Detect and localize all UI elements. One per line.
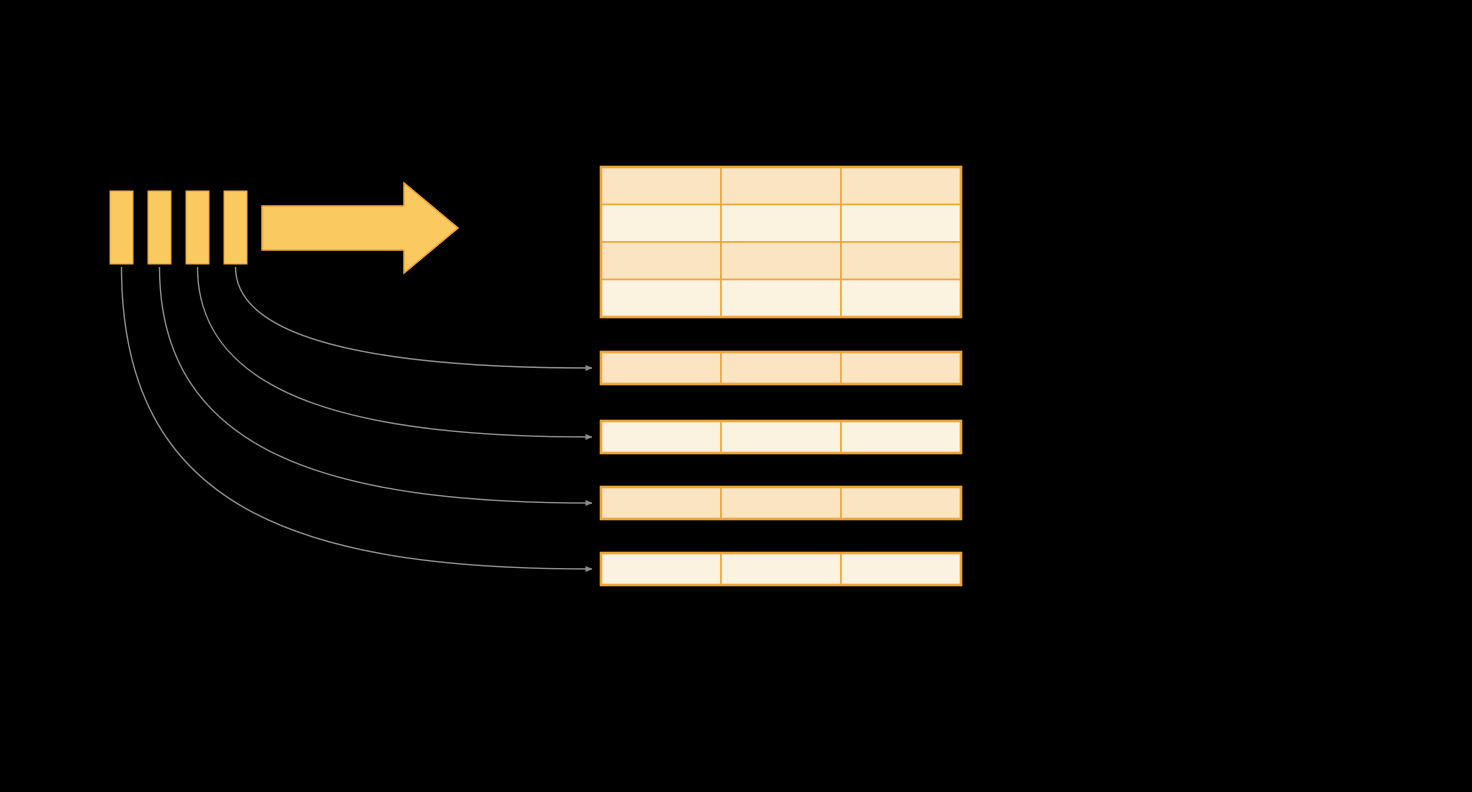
stack-bar-4	[223, 190, 248, 265]
row-table-border	[599, 551, 963, 587]
flow-right-arrow-icon	[261, 181, 460, 275]
row-table-cell	[840, 552, 962, 586]
row-table-cell	[840, 420, 962, 454]
main-table-cell	[840, 241, 962, 281]
row-table-2	[599, 419, 963, 455]
row-table-cell	[600, 552, 722, 586]
main-table-cell	[840, 203, 962, 243]
row-tables	[599, 350, 963, 587]
stack-bar-3	[185, 190, 210, 265]
row-table-cell	[840, 351, 962, 385]
main-table-cell	[840, 166, 962, 206]
connector-arrow-3	[158, 266, 593, 506]
row-table-4	[599, 551, 963, 587]
row-table-cell	[720, 486, 842, 520]
stack-bar-2	[147, 190, 172, 265]
stack-bar-1	[109, 190, 134, 265]
main-table-cell	[720, 203, 842, 243]
main-table-cell	[600, 203, 722, 243]
main-table-border	[599, 165, 963, 319]
row-table-3	[599, 485, 963, 521]
row-table-border	[599, 419, 963, 455]
main-table	[599, 165, 963, 319]
row-table-border	[599, 350, 963, 386]
main-table-cell	[600, 166, 722, 206]
connectors	[120, 266, 593, 572]
row-table-cell	[720, 420, 842, 454]
connector-arrow-1	[234, 266, 593, 371]
connector-arrow-4	[120, 266, 593, 572]
row-table-cell	[720, 351, 842, 385]
main-table-cell	[720, 166, 842, 206]
main-table-cell	[720, 241, 842, 281]
main-table-cell	[720, 278, 842, 318]
row-table-1	[599, 350, 963, 386]
row-table-cell	[600, 420, 722, 454]
connector-arrow-2	[196, 266, 593, 440]
main-table-cell	[600, 278, 722, 318]
main-table-cell	[840, 278, 962, 318]
main-table-cell	[600, 241, 722, 281]
stack-bars	[109, 190, 248, 265]
row-table-cell	[720, 552, 842, 586]
row-table-cell	[600, 486, 722, 520]
row-table-cell	[600, 351, 722, 385]
row-table-border	[599, 485, 963, 521]
row-table-cell	[840, 486, 962, 520]
